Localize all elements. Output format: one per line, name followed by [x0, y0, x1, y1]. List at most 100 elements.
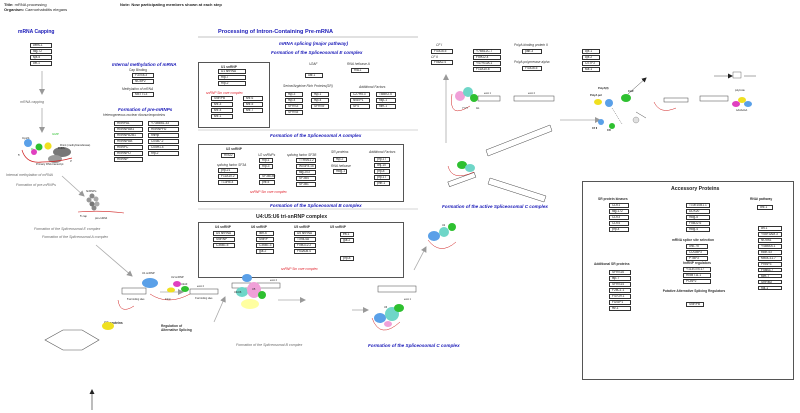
process-arrow [95, 244, 133, 277]
header-note: Note: Now participating members shown at… [120, 2, 222, 7]
gene-box: gut-2 [256, 248, 274, 254]
u1-title: U1 snRNP [221, 65, 237, 69]
svg-text:hnRNPs: hnRNPs [86, 189, 97, 193]
gene-box: CLK4 [609, 220, 629, 226]
gene-box: tom-7 [758, 273, 782, 279]
gene-box: Y47H10A.1 [473, 60, 501, 66]
svg-text:5'ss binding sites: 5'ss binding sites [127, 298, 145, 301]
gene-box: Y76B12C.7 [473, 49, 501, 54]
form-e-process-label: Formation of the Spliceosomal E complex [34, 227, 101, 231]
gene-box: C05H1.4 [148, 144, 179, 150]
svg-text:PolyA pol: PolyA pol [590, 93, 602, 97]
capping-molecule: CpsS GMP Pi Rnmt (methyltransferase) Pol… [18, 132, 90, 166]
u4-title: U4 snRNP [215, 225, 231, 229]
gene-box: U4 snRNA [213, 231, 235, 236]
header-organism: Organism: Caenorhabditis elegans [4, 7, 68, 12]
svg-text:Pi: Pi [31, 147, 34, 151]
cf1-genes: F43G6.5 CF II F56A2.4 [431, 49, 453, 66]
gene-box: F43G6.5 [522, 66, 542, 71]
sr-genes-left: rsp-3 rsp-4 SFRS3 SFRS5 [285, 92, 303, 116]
gene-box: SF3B140 [259, 174, 275, 179]
gene-box: Y55F3AM.3 [758, 231, 782, 237]
gene-box: SNRPB [686, 302, 704, 307]
additional-genes-right: TBBK2.5 hsp-1 hlm-1 [376, 92, 396, 110]
methylation-genes: METTL3 [132, 92, 154, 98]
gene-box: HNRNPAB1 [114, 126, 143, 132]
gene-box: PRBP3 [758, 261, 782, 267]
pabp-genes: pab-3 [522, 49, 542, 55]
process-arrow [61, 175, 85, 197]
svg-text:CF II: CF II [592, 127, 598, 130]
e-complex-title: Formation of the Spliceosomal E complex [271, 50, 363, 55]
gene-box: C36B1.3 [256, 242, 274, 248]
pre-mrnp-genes-right: Y73B6BL.33 HNRNPH2 hnrnp C04B7.2 C05H1.4… [148, 121, 179, 157]
gene-box: SNRP [256, 236, 274, 242]
gene-box: SFRS14 [609, 281, 631, 287]
gene-box: C27H5.3 [350, 92, 370, 97]
accessory-frame [582, 181, 794, 380]
splicing-title: Processing of Intron-Containing Pre-mRNA [218, 29, 333, 35]
gene-box: hlm-1 [376, 103, 396, 109]
gene-box: drz-1 [757, 205, 773, 210]
gene-box: snr-4 [211, 107, 233, 113]
gene-box: T13H5.4 [218, 179, 238, 185]
form-a-process-label: Formation of the Spliceosomal A complex [42, 235, 109, 239]
polya-complex: PolyA(II) PolyA pol CstF CF II CFI [590, 77, 647, 132]
sr-genes-right: rsp-1 rsp-4 SFRS9 [311, 92, 329, 110]
u2-title: U2 snRNP [226, 147, 242, 151]
tri-extra-genes: prp-8 [340, 256, 354, 262]
u2-core-label: snRNP Sm core complex [250, 190, 287, 194]
form-active-c-title: Formation of the active Spliceosomal C c… [442, 204, 548, 209]
hexagon-shape [44, 329, 100, 351]
gene-box: SF3B1 [296, 181, 316, 187]
gene-box: prp-17 [374, 174, 390, 180]
svg-text:CFI: CFI [607, 129, 611, 132]
gene-box: prp-8 [340, 256, 354, 261]
gene-box: prp-21 [218, 168, 238, 173]
gene-box: dnj-10 [374, 162, 390, 168]
svg-text:exon 2: exon 2 [528, 93, 536, 95]
pre-mrnp-subtitle: Heterogeneous nuclear ribonucleoproteins [103, 113, 166, 117]
pre-mrnp-title: Formation of pre-mRNPs [118, 107, 173, 112]
u5b-title: U5 snRNP [330, 225, 346, 229]
exon-boxes-right [447, 124, 553, 203]
gene-box: SNRPB [211, 96, 233, 101]
u2-snrnp-frame [198, 144, 404, 202]
gene-box: PCBP2 [683, 278, 711, 284]
gene-box: prp-17 [374, 157, 390, 162]
svg-text:U6: U6 [384, 306, 388, 309]
gene-box: phb-1 [374, 180, 390, 186]
gene-box: F53A08.4 [294, 248, 316, 254]
gene-box: lsm-6 [256, 231, 274, 236]
gene-box: unc-75 [686, 244, 708, 249]
u2-snrnps-genes: rnp-1 rnp-3 [259, 158, 273, 170]
polyap-genes: F43G6.5 [522, 66, 542, 72]
sf3a-label: splicing factor SF3A [217, 163, 247, 167]
gene-box: eft-1 [340, 232, 354, 237]
gene-box: F47G9.1 [609, 293, 631, 299]
rna-helicase-title: RNA helicase A [347, 62, 370, 66]
pre-mrna-molecule: hnRNPs 5' cap pre-mRNA [77, 189, 125, 220]
sr-kinases-title: SR protein kinases [598, 197, 628, 201]
svg-text:Intron: Intron [165, 298, 172, 301]
u1-core-genes-right: snr-6 snr-5 snr-7 [243, 96, 263, 114]
u6-title: U6 snRNP [251, 225, 267, 229]
gene-box: F11A10.2 [218, 173, 238, 179]
gene-box: snr-5 [243, 101, 263, 107]
accessory-col2-genes: T10E10B1.1 DDX20 mog-5 F56D2.6 mog-4 [686, 203, 710, 233]
putative-title: Putative Alternative Splicing Regulators [662, 289, 726, 293]
gene-box: HNRNPA2B1 [114, 132, 143, 138]
gene-box: SNRNP [213, 236, 235, 242]
gene-box: TXNL4A [294, 236, 316, 242]
gene-box: HNRNP [114, 156, 143, 162]
rnai-title: RNAi pathway [750, 197, 773, 201]
gene-box: F28C1.1 [609, 287, 631, 293]
gene-box: CLK1 [609, 203, 629, 208]
u1-genes-top: U1 snRNA rnp-7 rnp-2 [218, 69, 246, 87]
svg-text:pre-mRNA: pre-mRNA [94, 216, 108, 220]
splice-site-title: mRNA splice site selection [672, 238, 715, 242]
gene-box: hnrnp [148, 132, 179, 138]
gene-box: rsp-3 [285, 92, 303, 97]
svg-text:polyA site: polyA site [735, 89, 746, 92]
